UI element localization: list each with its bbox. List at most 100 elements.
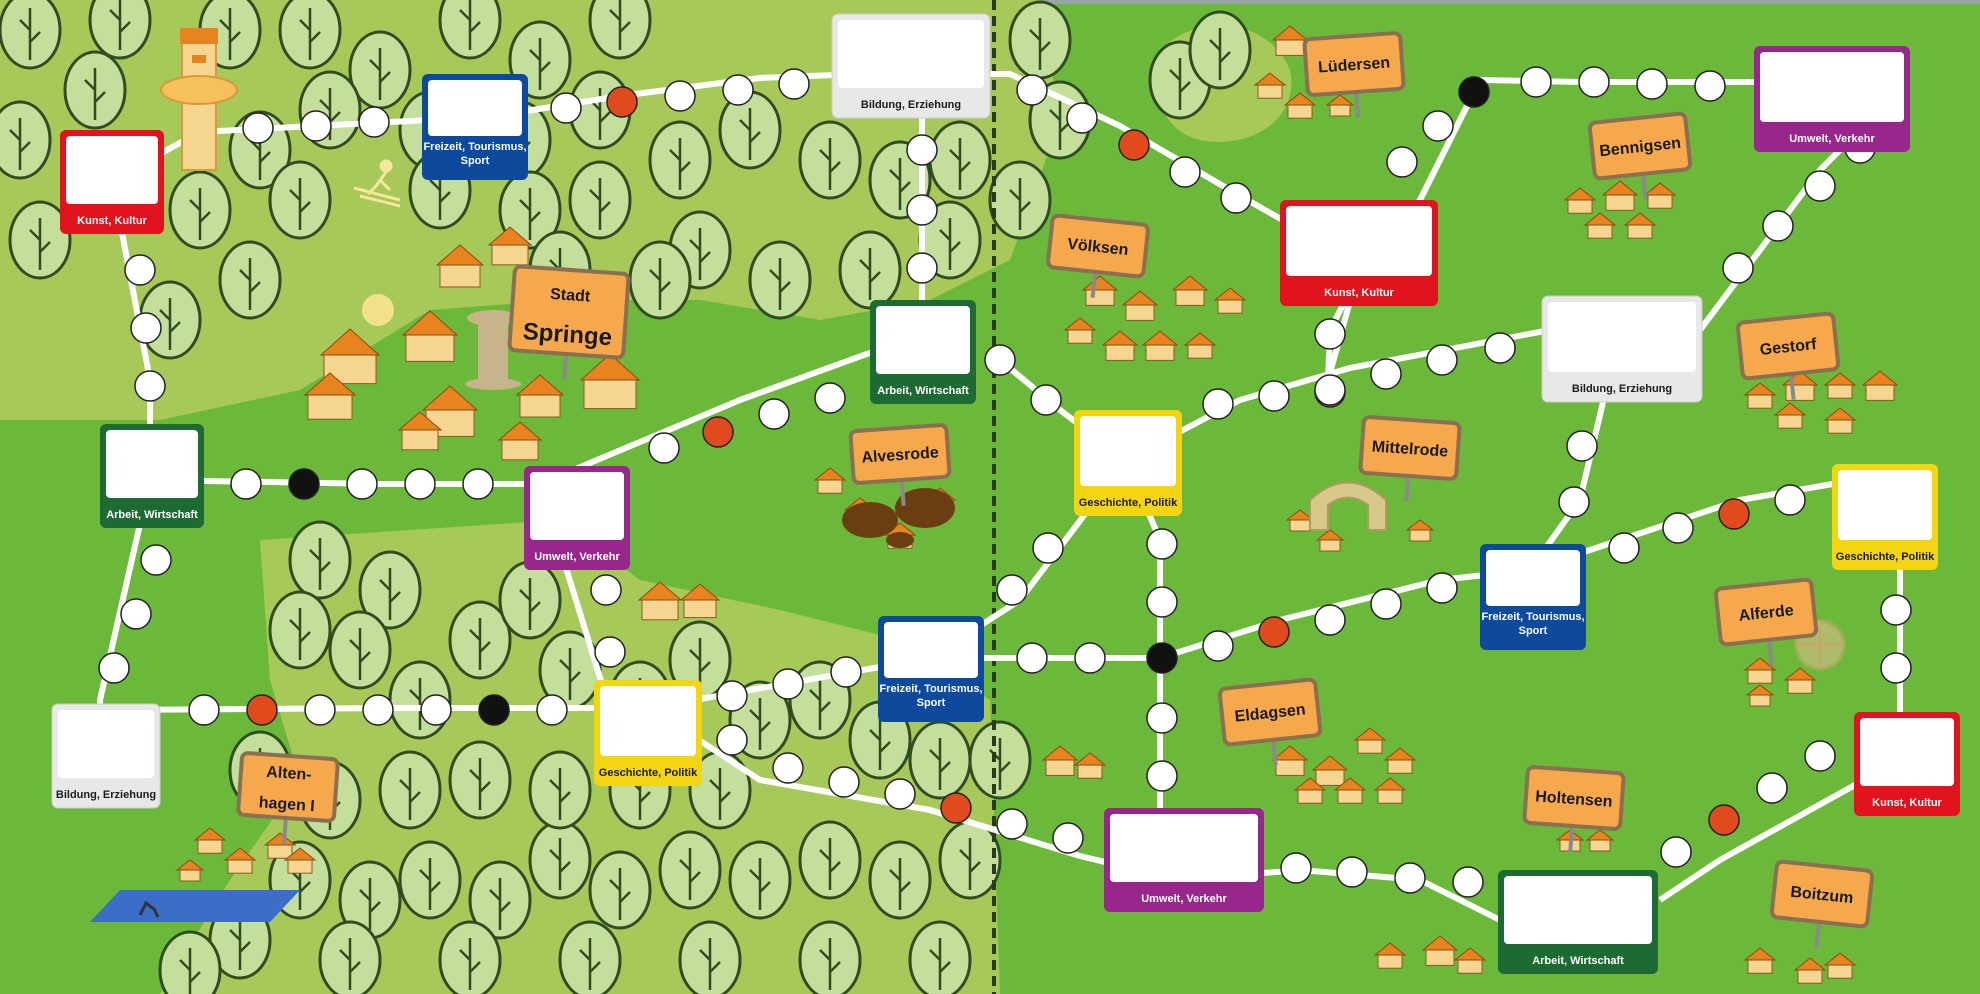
house [1421, 935, 1459, 966]
topic-label: Geschichte, Politik [1079, 497, 1178, 509]
topic-box-freizeit: Freizeit, Tourismus,Sport [422, 74, 528, 180]
town-sign-altenhagen: Alten-hagen I [236, 751, 340, 845]
tree [748, 240, 812, 320]
topic-label: Kunst, Kultur [1872, 797, 1942, 809]
tree [568, 160, 632, 240]
path-space [830, 656, 862, 688]
path-space [1662, 512, 1694, 544]
path-space [346, 468, 378, 500]
topic-box-blank [1110, 814, 1258, 882]
path-space [1169, 156, 1201, 188]
topic-box-bildung: Bildung, Erziehung [831, 13, 991, 119]
path-space [716, 680, 748, 712]
town-name: hagen I [258, 794, 315, 815]
tree [278, 0, 342, 70]
town-name: Boitzum [1790, 884, 1855, 908]
topic-box-blank [1286, 206, 1432, 276]
topic-box-blank [838, 20, 984, 88]
tree [918, 200, 982, 280]
path-space [242, 112, 274, 144]
event-space-red [1708, 804, 1740, 836]
house [1793, 957, 1827, 984]
path-space [130, 312, 162, 344]
town-name: Holtensen [1535, 788, 1613, 810]
path-space [550, 92, 582, 124]
event-space-red [246, 694, 278, 726]
house [497, 421, 543, 461]
house [175, 859, 205, 882]
tree [0, 0, 62, 70]
house [1783, 667, 1817, 694]
topic-box-blank [530, 472, 624, 540]
path-space [404, 468, 436, 500]
path-space [1636, 68, 1668, 100]
topic-box-blank [1080, 416, 1176, 486]
house [1171, 275, 1209, 306]
tree [908, 920, 972, 994]
path-space [664, 80, 696, 112]
house [1743, 382, 1777, 409]
house [1315, 529, 1345, 552]
board-spaces [98, 66, 1912, 898]
house [813, 467, 847, 494]
path-space [828, 766, 860, 798]
topic-label: Umwelt, Verkehr [534, 551, 620, 563]
path-space [1426, 572, 1458, 604]
house [1121, 290, 1159, 321]
path-space [1370, 588, 1402, 620]
house [1373, 777, 1407, 804]
tree [438, 0, 502, 60]
topic-label: Bildung, Erziehung [861, 99, 961, 111]
topic-label: Geschichte, Politik [1836, 551, 1935, 563]
path-space [300, 110, 332, 142]
house [1353, 727, 1387, 754]
path-space [1258, 380, 1290, 412]
path-space [590, 574, 622, 606]
topic-box-kunst: Kunst, Kultur [1280, 200, 1438, 306]
town-name: Springe [522, 318, 613, 351]
house [579, 353, 641, 410]
tree [448, 600, 512, 680]
path-space [1016, 74, 1048, 106]
town-name: Gestorf [1759, 336, 1818, 359]
skier-icon [353, 159, 401, 208]
tree [588, 850, 652, 930]
town-name: Stadt [550, 286, 592, 306]
topic-box-bildung: Bildung, Erziehung [1541, 295, 1703, 403]
topic-label: Freizeit, Tourismus, [423, 141, 526, 153]
house [1745, 684, 1775, 707]
path-space [996, 574, 1028, 606]
tree [798, 920, 862, 994]
path-space [1762, 210, 1794, 242]
house [401, 310, 459, 362]
event-space-red [606, 86, 638, 118]
path-space [1370, 358, 1402, 390]
event-space-black [1458, 76, 1490, 108]
town-sign-bennigsen: Bennigsen [1587, 111, 1693, 200]
event-space-red [1118, 129, 1150, 161]
tree [438, 920, 502, 994]
villages [175, 25, 1899, 984]
topic-box-blank [58, 710, 154, 778]
town-sign-voelksen: Völksen [1046, 213, 1150, 298]
tree [528, 750, 592, 830]
tree [658, 830, 722, 910]
path-space [462, 468, 494, 500]
path-space [188, 694, 220, 726]
path-space [1578, 66, 1610, 98]
tree [498, 560, 562, 640]
topic-label: Freizeit, Tourismus, [879, 683, 982, 695]
path-space [1426, 344, 1458, 376]
path-space [1146, 586, 1178, 618]
tree [558, 920, 622, 994]
path-space [1066, 102, 1098, 134]
tree [838, 230, 902, 310]
house [1311, 755, 1349, 786]
house [1213, 287, 1247, 314]
house [1141, 330, 1179, 361]
tree [378, 750, 442, 830]
path-space [362, 694, 394, 726]
tree [988, 160, 1052, 240]
path-space [1804, 170, 1836, 202]
